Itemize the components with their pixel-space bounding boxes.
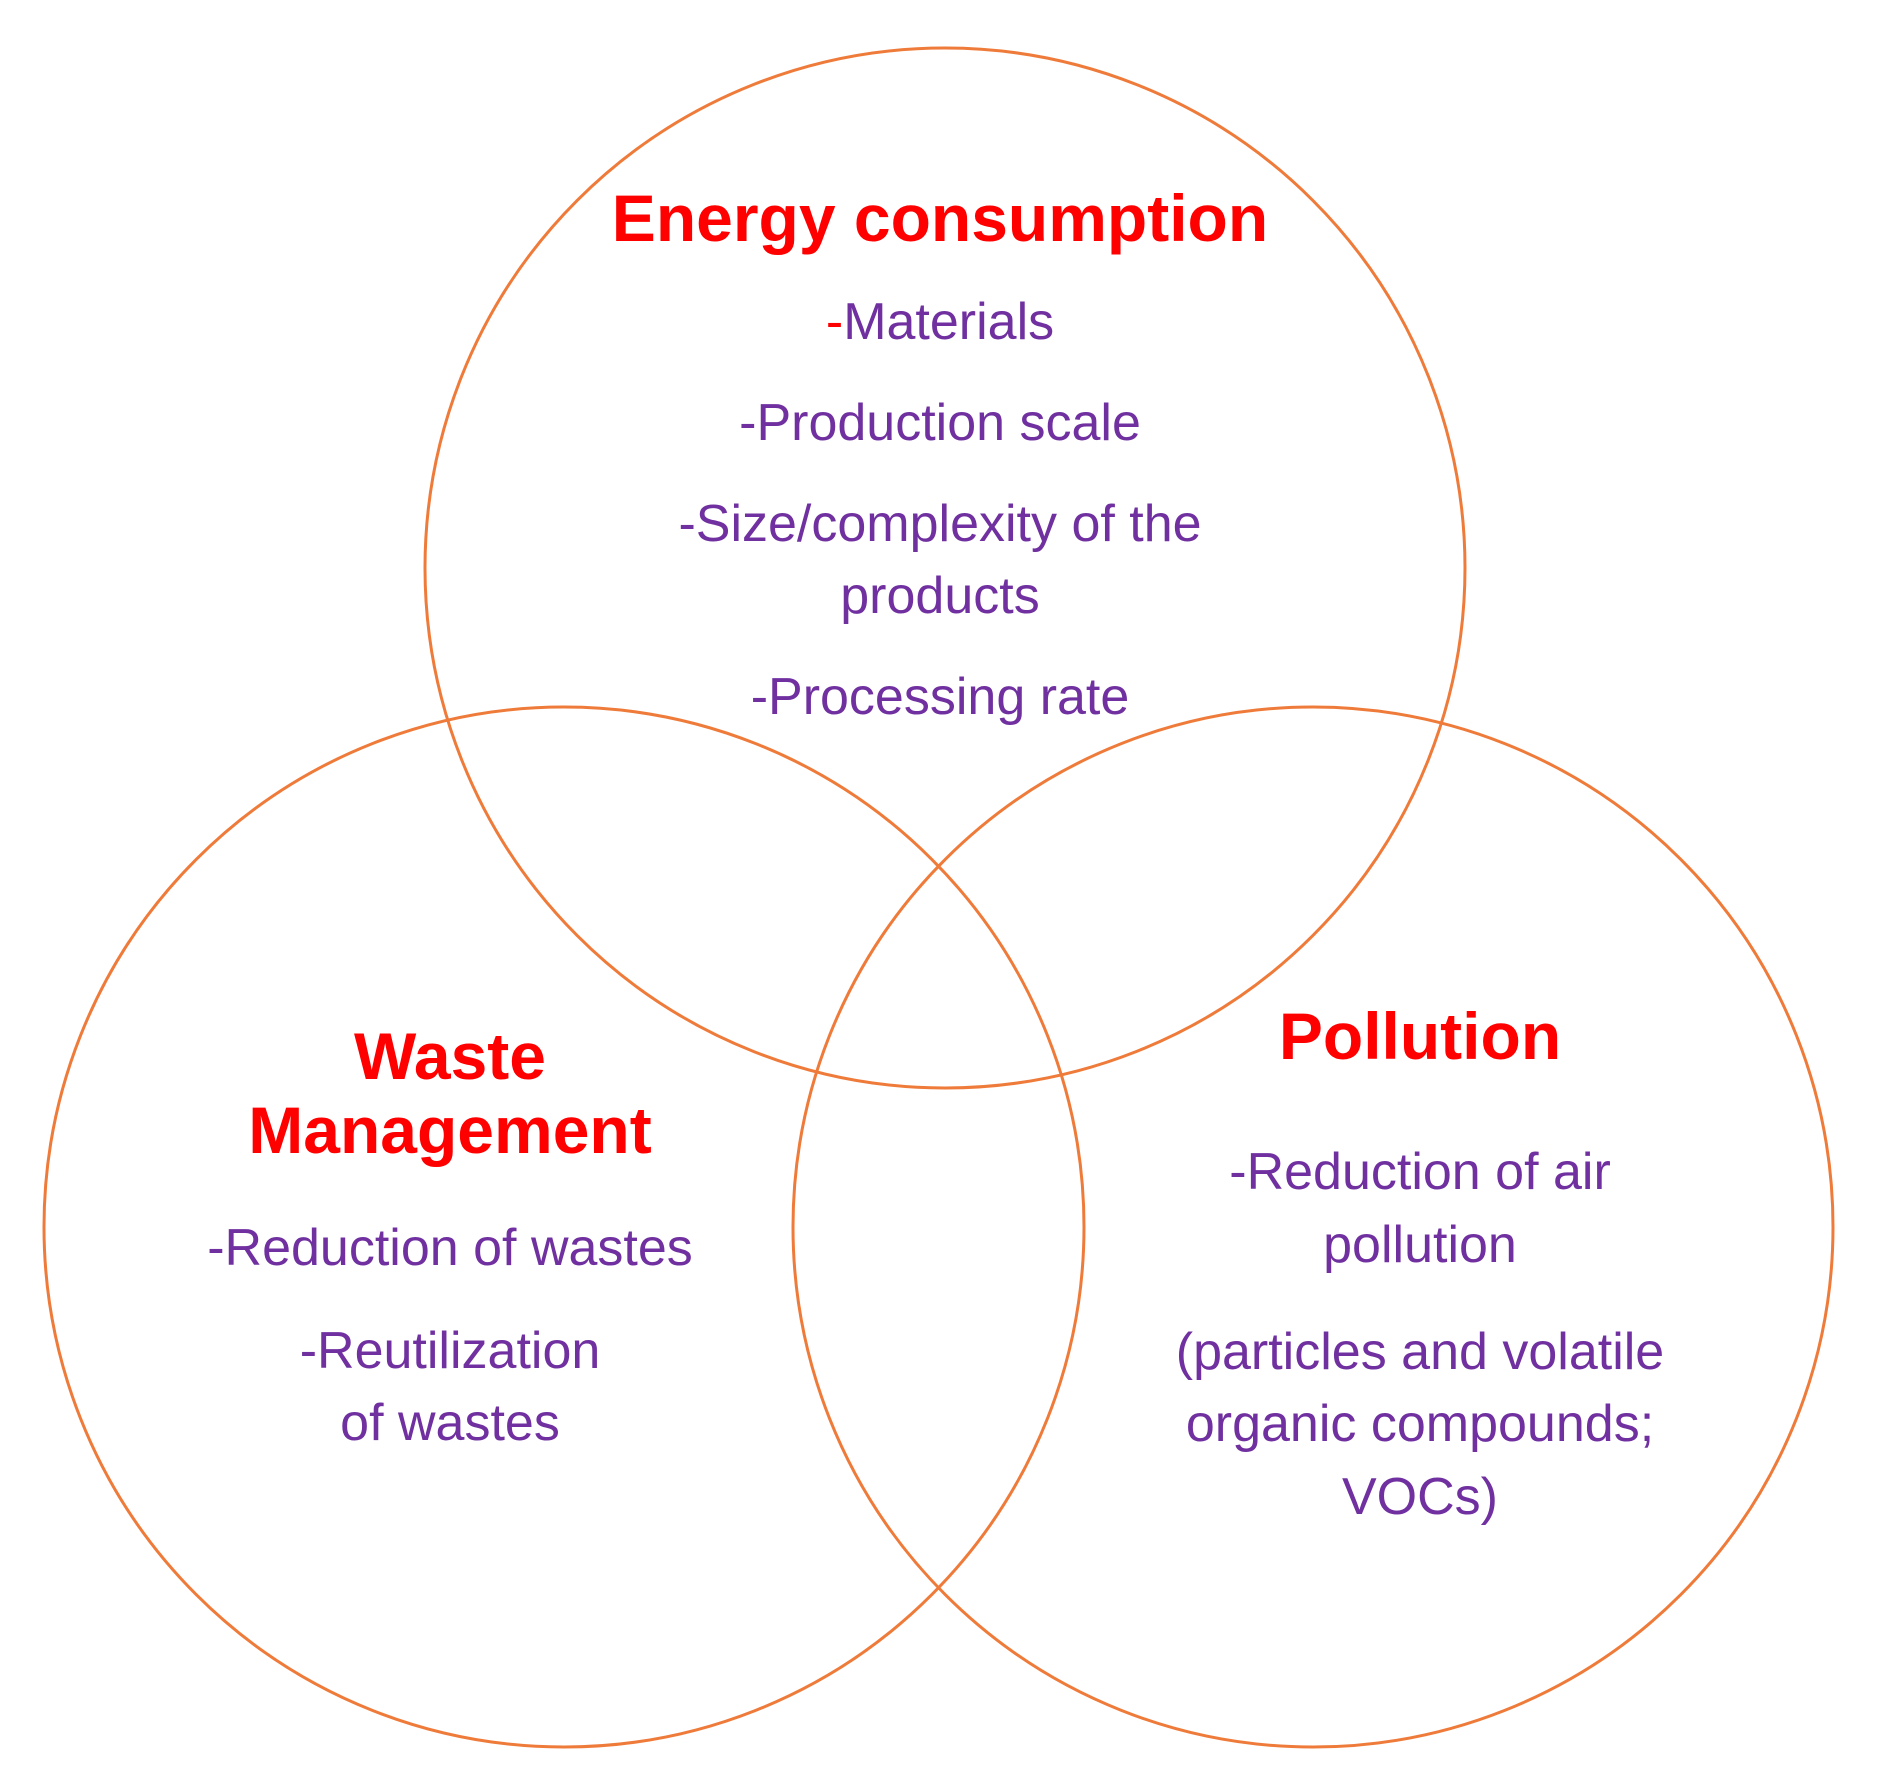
pollution-item-air: -Reduction of air pollution (1100, 1136, 1740, 1282)
waste-item-reduction: -Reduction of wastes (130, 1212, 770, 1285)
waste-heading-line1: Waste (354, 1019, 546, 1093)
pollution-block: Pollution -Reduction of air pollution (p… (1100, 999, 1740, 1568)
energy-item-dash: - (825, 292, 844, 351)
energy-item-dash: - (678, 494, 696, 553)
energy-item-materials: -Materials (560, 286, 1320, 359)
energy-consumption-circle (423, 46, 1467, 1090)
energy-item-dash: - (739, 393, 757, 452)
energy-item-text: Production scale (756, 393, 1141, 452)
pollution-item-text: Reduction of air pollution (1246, 1142, 1611, 1274)
pollution-heading: Pollution (1278, 999, 1562, 1073)
waste-item-dash: - (207, 1218, 225, 1277)
energy-item-text: Size/complexity of the products (695, 494, 1202, 626)
waste-item-text: Reduction of wastes (224, 1218, 693, 1277)
pollution-item-dash: - (1229, 1142, 1247, 1201)
waste-item-reutilization: -Reutilization of wastes (130, 1315, 770, 1461)
energy-item-text: Materials (843, 292, 1055, 351)
energy-consumption-block: Energy consumption -Materials -Productio… (560, 181, 1320, 762)
waste-item-text: Reutilization of wastes (317, 1321, 601, 1453)
waste-item-dash: - (299, 1321, 318, 1380)
pollution-item-text: (particles and volatile organic compound… (1175, 1322, 1665, 1527)
energy-item-size-complexity: -Size/complexity of the products (560, 488, 1320, 634)
energy-item-text: Processing rate (768, 668, 1130, 727)
pollution-circle (791, 705, 1835, 1749)
waste-management-circle (42, 705, 1086, 1749)
waste-heading-line2: Management (248, 1092, 652, 1167)
energy-consumption-heading: Energy consumption (611, 181, 1269, 255)
pollution-item-particles-vocs: (particles and volatile organic compound… (1100, 1316, 1740, 1534)
energy-item-dash: - (750, 668, 769, 727)
energy-item-production-scale: -Production scale (560, 387, 1320, 460)
energy-item-processing-rate: -Processing rate (560, 661, 1320, 734)
